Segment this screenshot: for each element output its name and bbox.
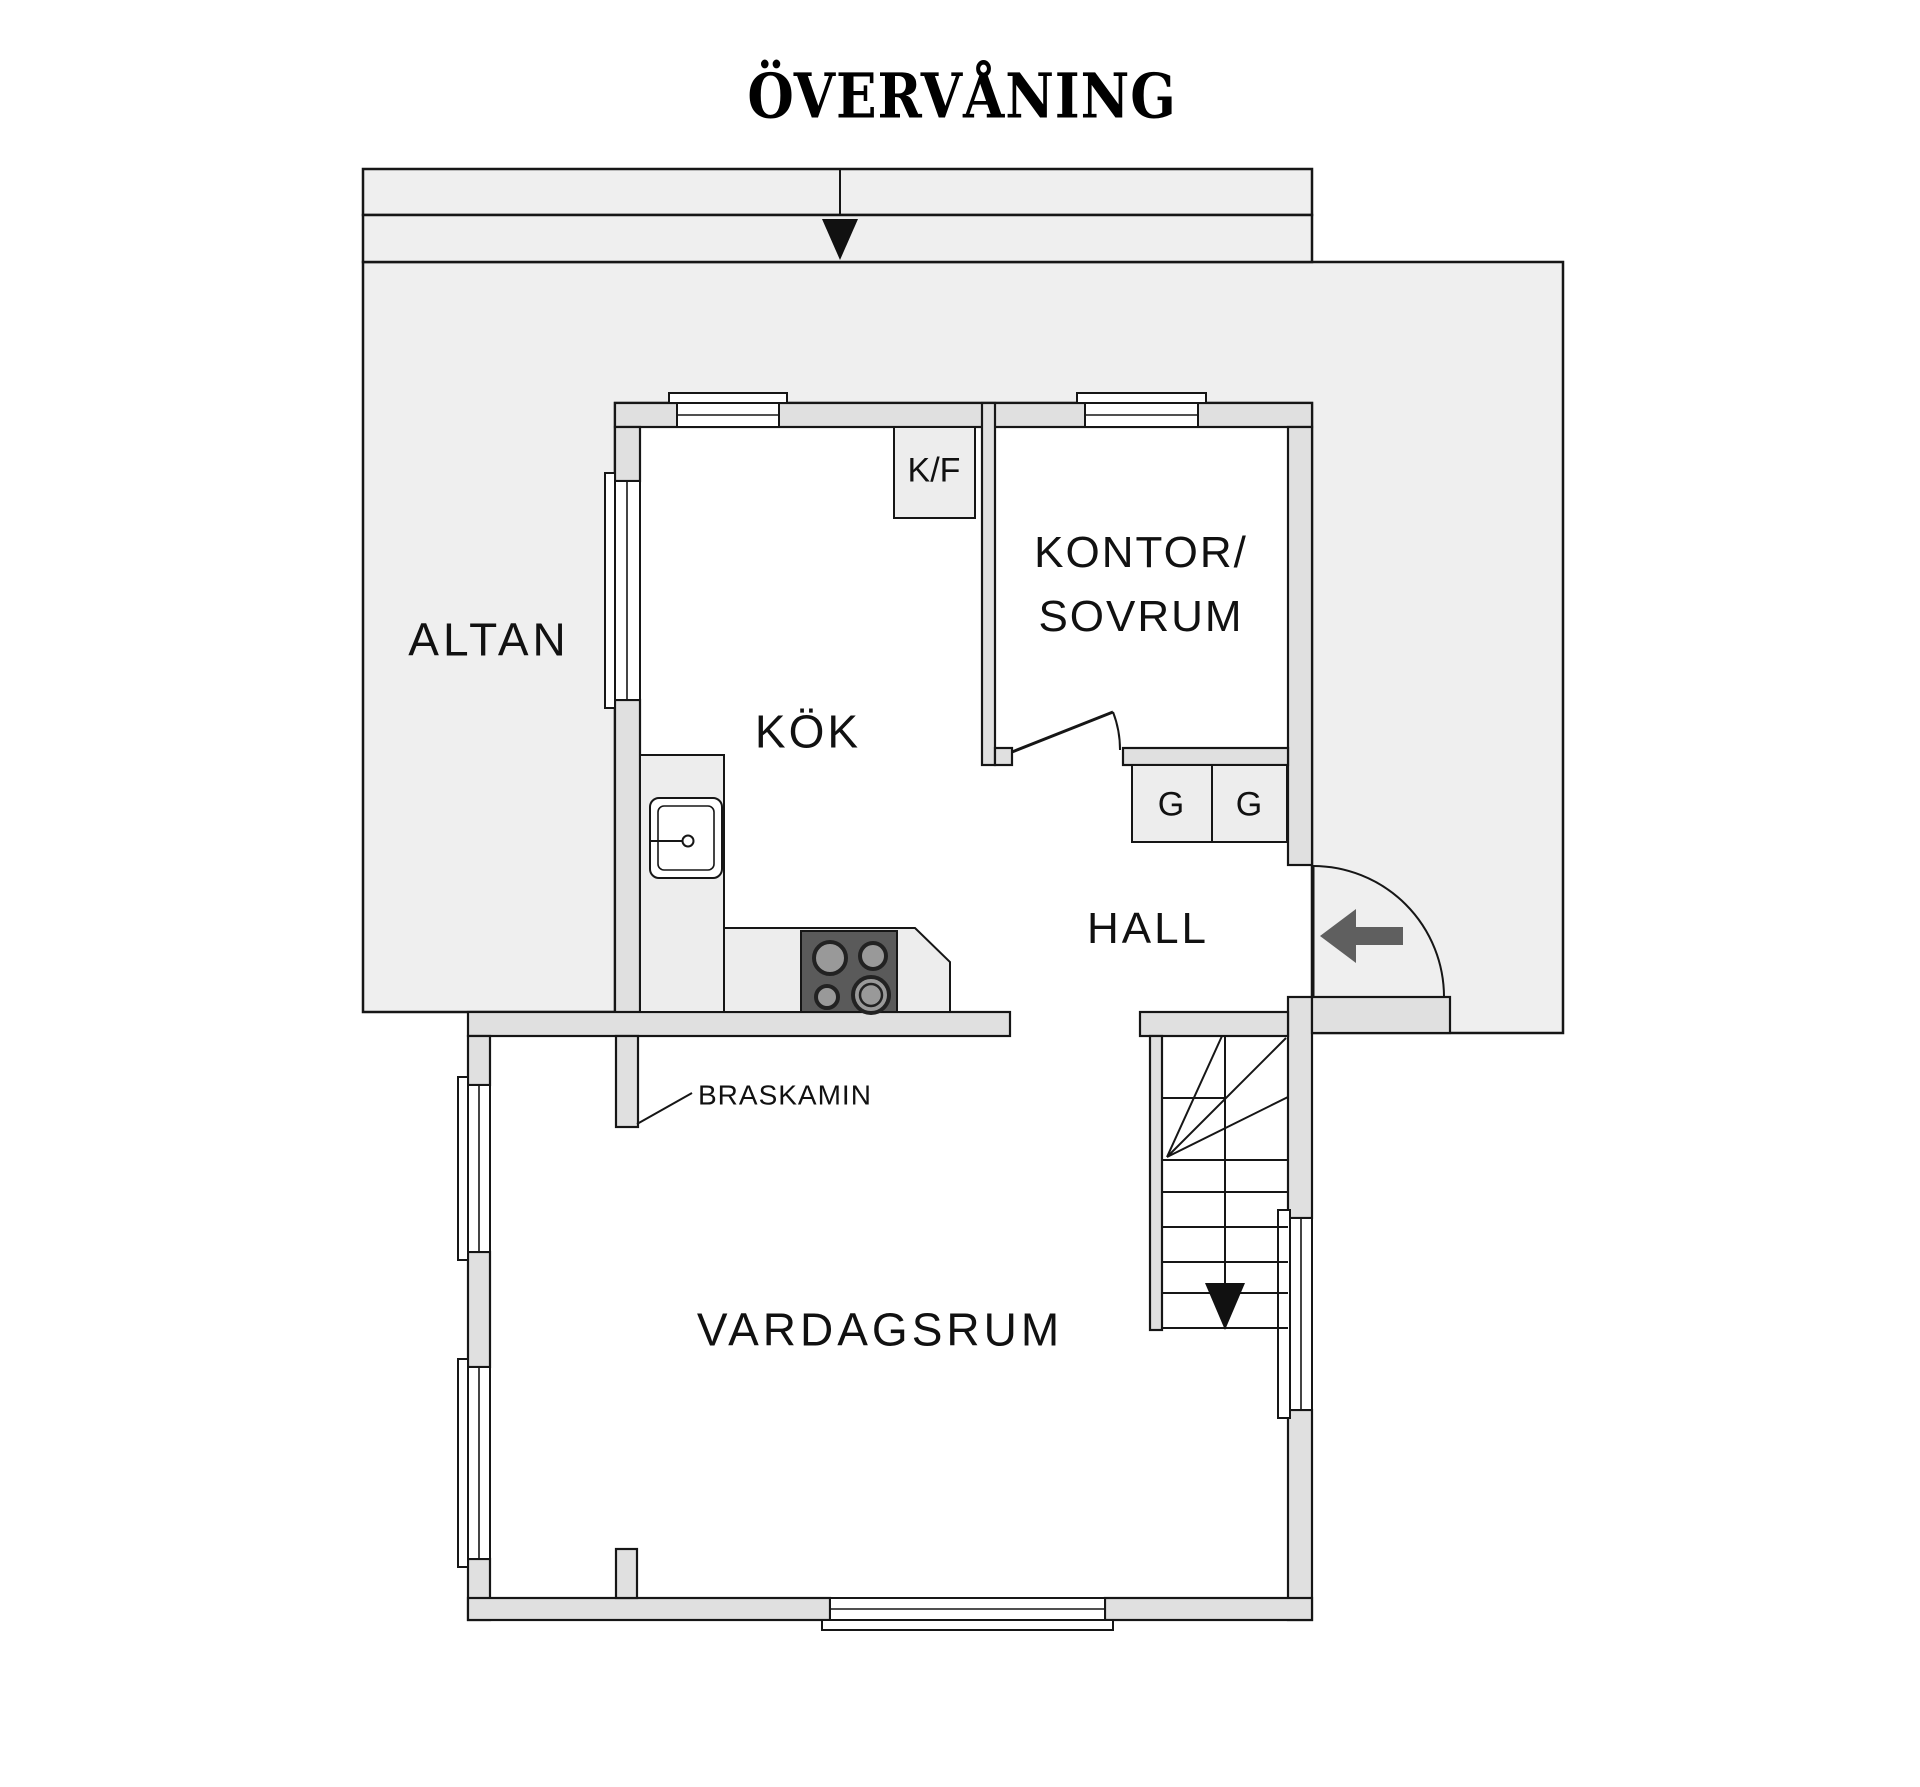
window-vardagsrum-west-1 xyxy=(457,1076,491,1261)
window-kok-north xyxy=(668,392,788,428)
sink-icon xyxy=(649,797,723,879)
window-vardagsrum-west-2 xyxy=(457,1358,491,1568)
wall-hall-south xyxy=(1138,1010,1290,1038)
label-braskamin: BRASKAMIN xyxy=(698,1079,872,1111)
doors xyxy=(1011,710,1445,998)
kontor-door-opening xyxy=(1012,748,1123,765)
wardrobes xyxy=(1131,764,1288,843)
wall-chimney-stub xyxy=(614,1547,639,1600)
stairs-down-arrow-icon xyxy=(1205,1283,1245,1330)
room-label-hall: HALL xyxy=(1086,903,1210,953)
window-vardagsrum-south xyxy=(821,1597,1114,1631)
room-label-vardagsrum: VARDAGSRUM xyxy=(696,1303,1064,1356)
walkway-strip xyxy=(361,167,1314,264)
entry-arrow-icon xyxy=(1320,909,1403,963)
wall-exterior-stub-at-door xyxy=(1310,995,1452,1035)
wall-east-upper xyxy=(1286,425,1314,867)
kitchen-counter-sink-run xyxy=(639,754,725,1013)
window-kok-west xyxy=(604,472,641,709)
wall-east-middle xyxy=(1286,995,1314,1220)
room-kontor-floor xyxy=(995,427,1288,748)
wall-kontor-south-stub xyxy=(993,746,1014,767)
label-wardrobe-left: G xyxy=(1157,785,1185,824)
wall-kok-west-upper xyxy=(613,425,642,483)
room-label-kontor-line1: KONTOR/ xyxy=(1034,528,1248,577)
wall-kontor-south xyxy=(1121,746,1290,767)
wall-south-west xyxy=(466,1596,832,1622)
wall-east-lower xyxy=(1286,1408,1314,1622)
wall-kok-vardagsrum xyxy=(466,1010,1012,1038)
hall-vardagsrum-passage xyxy=(1010,1012,1140,1038)
room-label-kontor-line2: SOVRUM xyxy=(1038,592,1244,641)
kontor-door xyxy=(1011,710,1122,754)
window-stairs-east xyxy=(1277,1209,1313,1419)
entry-door xyxy=(1311,865,1445,998)
label-wardrobe-right: G xyxy=(1235,785,1263,824)
wall-vardagsrum-west-1 xyxy=(466,1034,492,1087)
room-label-kontor-sovrum: KONTOR/ SOVRUM xyxy=(1034,521,1248,649)
wall-stair-side xyxy=(1148,1034,1164,1332)
stove-icon xyxy=(800,930,898,1015)
wall-vardagsrum-west-2 xyxy=(466,1250,492,1369)
room-label-altan: ALTAN xyxy=(408,613,570,666)
braskamin-leader-line xyxy=(636,1092,693,1125)
wall-kok-kontor-divider xyxy=(980,401,997,767)
stairs xyxy=(1162,1035,1289,1330)
walkway-upper-band xyxy=(361,167,1314,217)
wall-south-east xyxy=(1103,1596,1314,1622)
fridge-freezer-box xyxy=(893,426,976,519)
room-label-kok: KÖK xyxy=(754,705,862,758)
wardrobe-left-box xyxy=(1131,764,1213,843)
wardrobe-right-box xyxy=(1211,764,1288,843)
label-fridge-freezer: K/F xyxy=(907,451,961,490)
wall-braskamin-stub xyxy=(614,1034,640,1129)
window-kontor-north xyxy=(1076,392,1207,428)
page-title: ÖVERVÅNING xyxy=(747,59,1177,133)
wall-kok-west-lower xyxy=(613,698,642,1018)
walkway-down-arrow-icon xyxy=(822,219,858,260)
kitchen-fixtures xyxy=(639,426,976,1015)
windows xyxy=(457,392,1313,1631)
